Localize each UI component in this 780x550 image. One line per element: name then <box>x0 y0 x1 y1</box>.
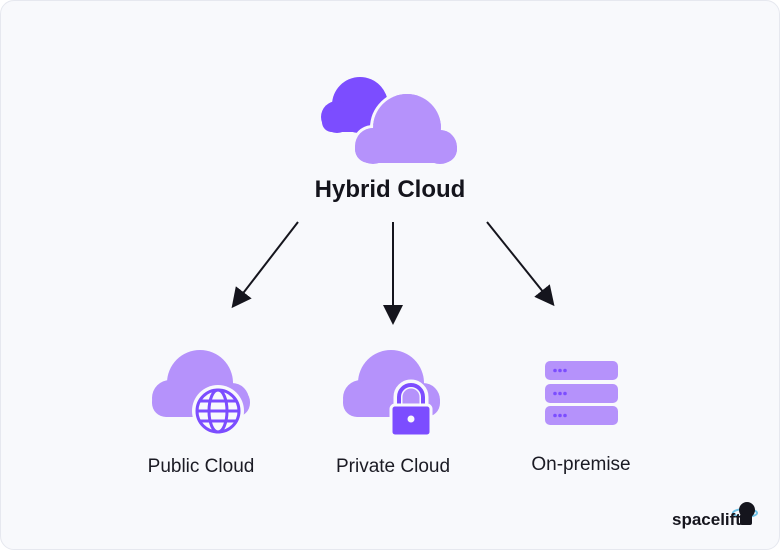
public-cloud-label: Public Cloud <box>147 456 255 477</box>
on-premise-label: On-premise <box>531 454 631 475</box>
hybrid-cloud-title: Hybrid Cloud <box>314 176 466 203</box>
private-cloud-label: Private Cloud <box>335 456 451 477</box>
arrow-to-onpremise <box>486 221 555 307</box>
spacelift-brand: spacelift <box>672 510 741 529</box>
hybrid-cloud-icon <box>321 77 460 167</box>
cloud-globe-icon <box>152 350 250 437</box>
cloud-lock-icon <box>343 350 440 438</box>
arrow-to-public <box>231 221 299 309</box>
server-stack-icon <box>545 361 618 425</box>
spacelift-logo-icon <box>732 502 758 525</box>
